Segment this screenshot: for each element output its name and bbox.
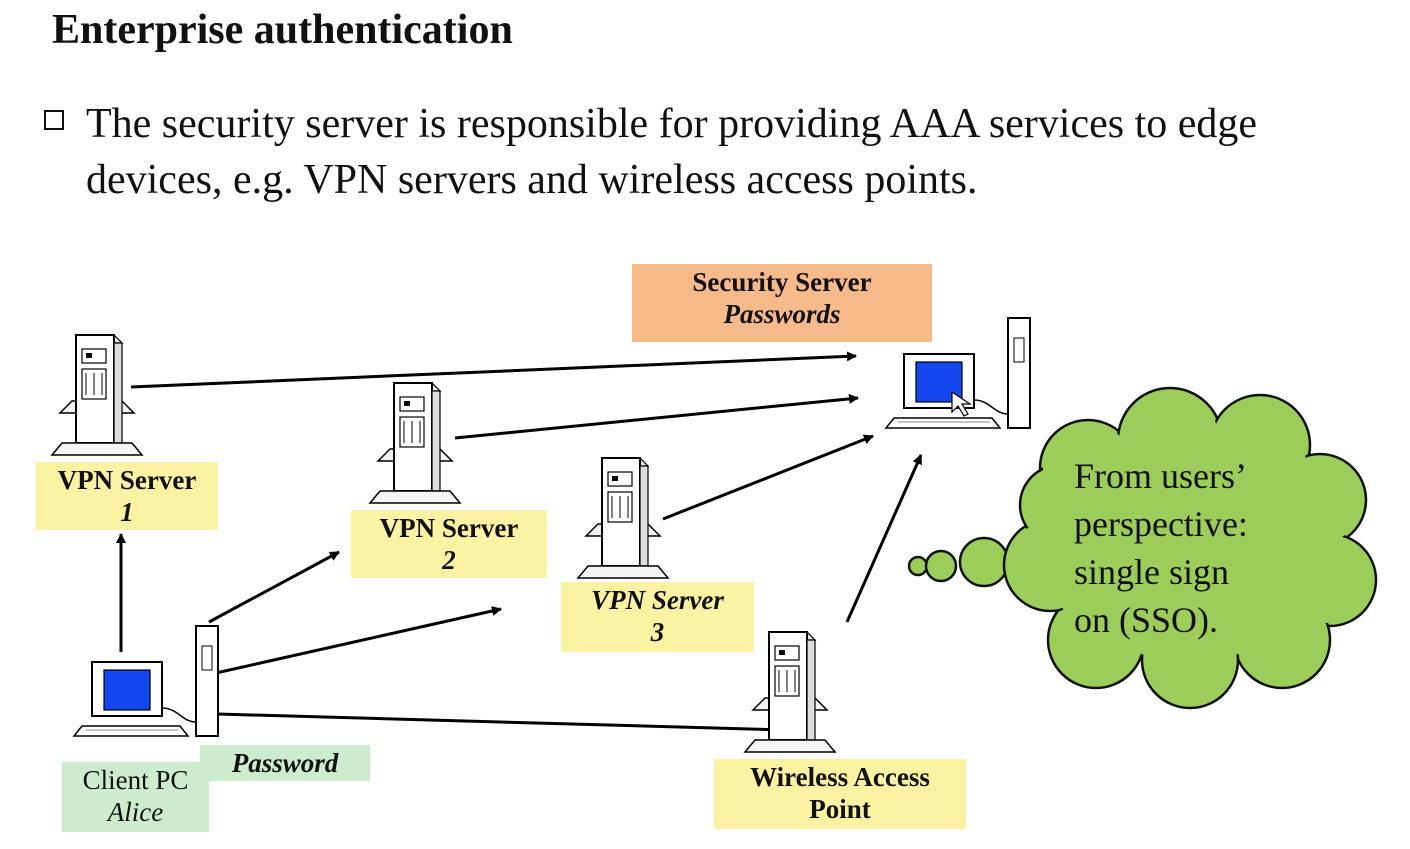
wireless-access-point-tower-icon — [744, 631, 836, 753]
vpn-server-1-name: VPN Server — [57, 465, 197, 495]
security-server-name: Security Server — [692, 267, 872, 297]
vpn-server-3-name: VPN Server — [591, 585, 724, 615]
password-label: Password — [200, 745, 370, 781]
security-server-sub: Passwords — [723, 299, 841, 329]
arrow-vpn3-to-security — [662, 434, 874, 521]
bullet-square-icon — [44, 110, 64, 130]
thought-cloud-fill — [1007, 391, 1373, 705]
slide-title: Enterprise authentication — [52, 7, 513, 53]
bullet-text: The security server is responsible for p… — [86, 101, 1258, 203]
callout-line-1: From users’ — [1074, 456, 1247, 496]
wireless-access-point-label: Wireless Access Point — [714, 759, 966, 829]
callout-line-4: on (SSO). — [1074, 600, 1219, 640]
security-server-label: Security Server Passwords — [632, 264, 932, 342]
arrow-wap-to-security — [845, 454, 923, 623]
vpn-server-3-tower-icon — [577, 457, 669, 579]
arrow-vpn1-to-security — [130, 351, 857, 389]
callout-line-3: single sign — [1074, 552, 1230, 592]
client-pc-user: Alice — [107, 797, 164, 827]
mouse-cursor-icon — [951, 390, 972, 417]
vpn-server-3-label: VPN Server 3 — [561, 582, 754, 652]
vpn-server-1-number: 1 — [120, 497, 134, 527]
vpn-server-2-tower-icon — [369, 382, 461, 504]
client-pc-label: Client PC Alice — [62, 762, 209, 832]
arrow-client-to-vpn2 — [208, 550, 340, 624]
client-pc-icon — [73, 625, 219, 737]
arrow-client-to-vpn3 — [215, 606, 502, 675]
vpn-server-2-number: 2 — [442, 545, 456, 575]
wap-line1: Wireless Access — [750, 762, 930, 792]
vpn-server-2-name: VPN Server — [379, 513, 519, 543]
vpn-server-1-label: VPN Server 1 — [36, 462, 218, 530]
callout-line-2: perspective: — [1074, 504, 1248, 544]
wap-line2: Point — [809, 794, 871, 824]
arrow-client-to-wap — [216, 712, 786, 735]
cloud-callout-text: From users’ perspective: single sign on … — [1074, 452, 1314, 644]
vpn-server-1-tower-icon — [51, 334, 143, 456]
vpn-server-3-number: 3 — [650, 617, 665, 647]
client-pc-name: Client PC — [82, 765, 189, 795]
arrow-vpn2-to-security — [454, 393, 859, 440]
vpn-server-2-label: VPN Server 2 — [351, 510, 547, 578]
